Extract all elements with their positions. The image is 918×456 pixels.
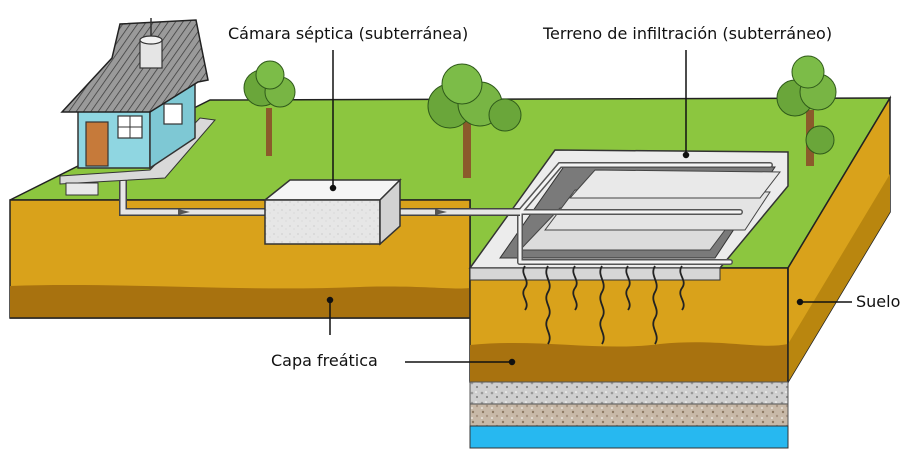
- water-layer: [469, 425, 789, 449]
- label-septic-chamber: Cámara séptica (subterránea): [228, 24, 469, 43]
- tree-2: [427, 63, 522, 178]
- water-table-side-right: [788, 174, 890, 382]
- gravel-layer-2: [469, 403, 789, 427]
- infiltration-field: [468, 149, 789, 345]
- seepage-lines: [522, 265, 685, 345]
- label-water-table: Capa freática: [271, 351, 378, 370]
- label-infiltration-field: Terreno de infiltración (subterráneo): [543, 24, 833, 43]
- water-table-front-left: [10, 285, 470, 318]
- house-step: [65, 182, 99, 196]
- chamber-front: [264, 199, 381, 245]
- house-window-side: [163, 103, 183, 125]
- water-table-front-right: [470, 342, 788, 382]
- gravel-layer-1: [469, 381, 789, 405]
- tree-1: [243, 60, 296, 156]
- trench-front-edge: [469, 267, 721, 281]
- flow-arrow-2: [435, 209, 447, 215]
- chamber-side: [379, 178, 401, 246]
- house-path: [59, 117, 216, 185]
- trench-slab-3: [568, 169, 782, 199]
- house: [59, 18, 216, 196]
- leader-lines: [326, 50, 852, 366]
- house-roof: [60, 19, 209, 113]
- main-pipe: [119, 180, 520, 216]
- label-soil: Suelo: [856, 292, 901, 311]
- water-tank: [139, 18, 163, 69]
- flow-arrow-1: [178, 209, 190, 215]
- tree-3: [776, 55, 837, 166]
- house-door: [85, 121, 109, 167]
